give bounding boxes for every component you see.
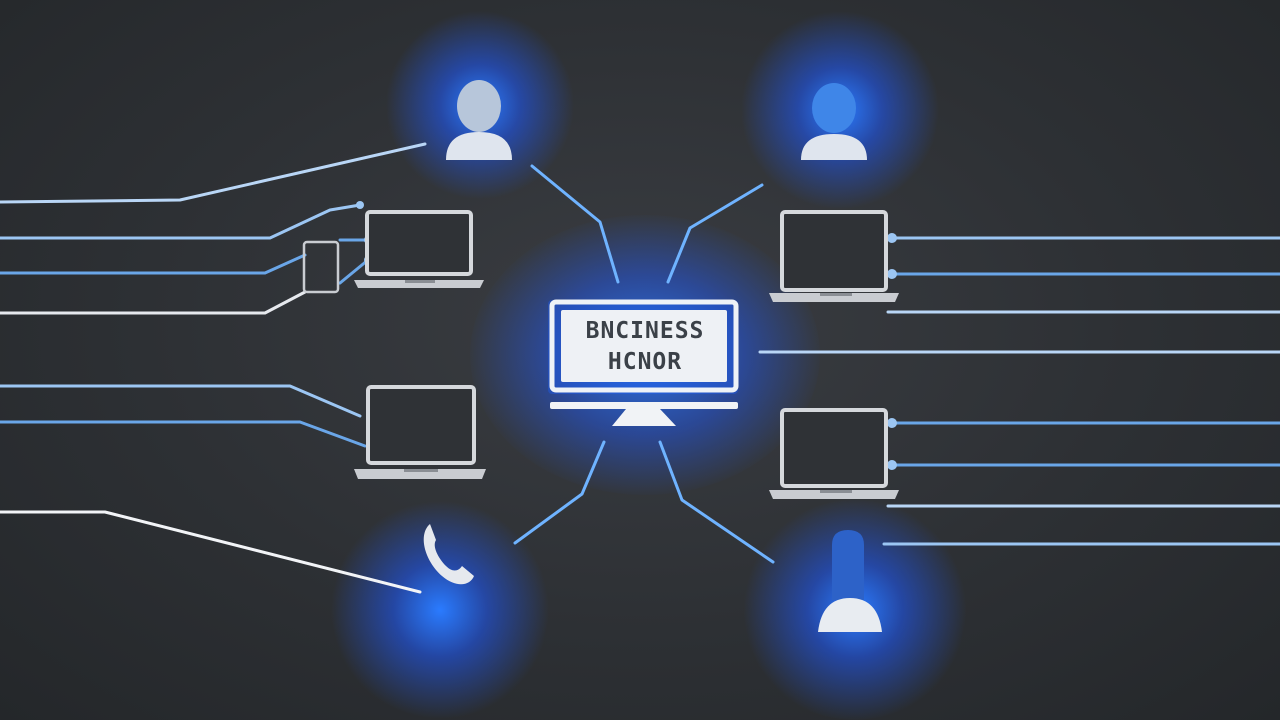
laptop-icon [769, 408, 899, 499]
user-icon [446, 80, 512, 160]
tablet-icon [302, 240, 340, 294]
hub-label-line2: HCNOR [607, 349, 683, 375]
laptop-icon [354, 385, 486, 479]
connector-line [0, 510, 422, 594]
connector-line [0, 290, 307, 315]
hub-monitor [548, 299, 739, 426]
connector-line [0, 420, 367, 448]
connector-line [338, 258, 370, 285]
user-icon [801, 83, 867, 160]
connector-line [0, 384, 362, 418]
hub-label-line1: BNCINESS [585, 318, 705, 344]
phone-icon [423, 524, 474, 585]
laptop-icon [769, 210, 899, 302]
hub-spoke [666, 183, 764, 284]
connector-line [0, 142, 427, 204]
hub-spoke [530, 164, 620, 284]
hub-spoke [513, 440, 606, 545]
user-icon [818, 530, 882, 632]
connector-line [0, 203, 362, 240]
laptop-icon [354, 210, 484, 288]
connector-line [0, 253, 307, 275]
hub-spoke [658, 440, 775, 564]
